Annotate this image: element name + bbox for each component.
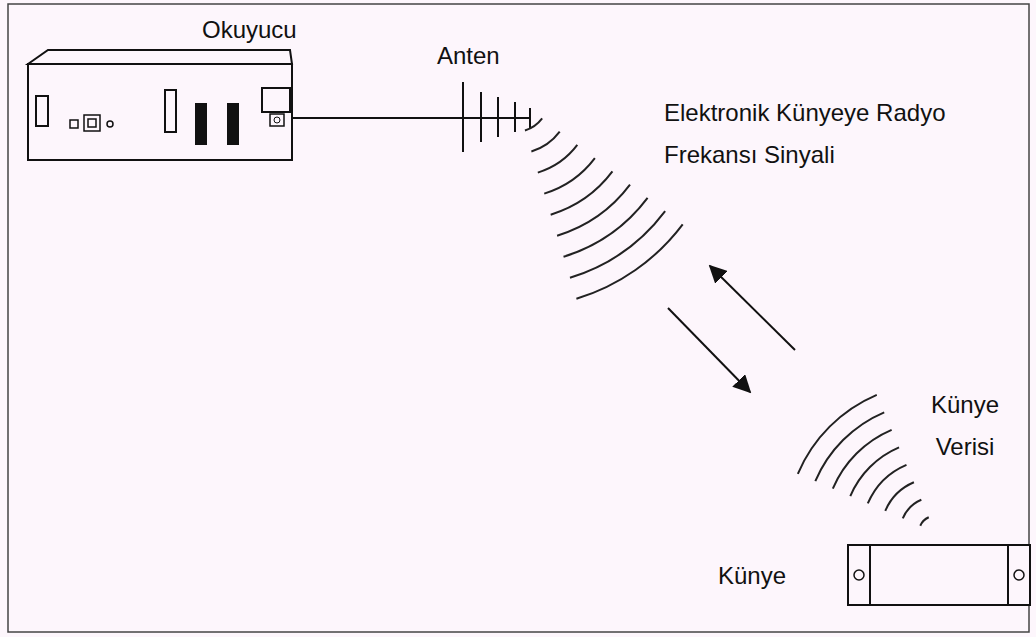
frame — [8, 4, 1029, 632]
tag-signal-waves — [798, 395, 929, 526]
uplink-arrow — [710, 266, 795, 350]
antenna-cable — [292, 117, 530, 119]
antenna-symbol — [463, 82, 530, 152]
reader-signal-waves — [525, 118, 683, 298]
downlink-arrow — [668, 308, 750, 392]
signal-label: Elektronik Künyeye Radyo Frekansı Sinyal… — [664, 92, 964, 176]
reader-title: Okuyucu — [202, 8, 297, 48]
tag-data-label: Künye Verisi — [900, 384, 1030, 468]
antenna-label: Anten — [437, 40, 547, 72]
reader-box: Okuyucu — [20, 8, 320, 168]
tag-label: Künye — [718, 540, 786, 612]
tag-box: Künye — [712, 540, 1034, 612]
